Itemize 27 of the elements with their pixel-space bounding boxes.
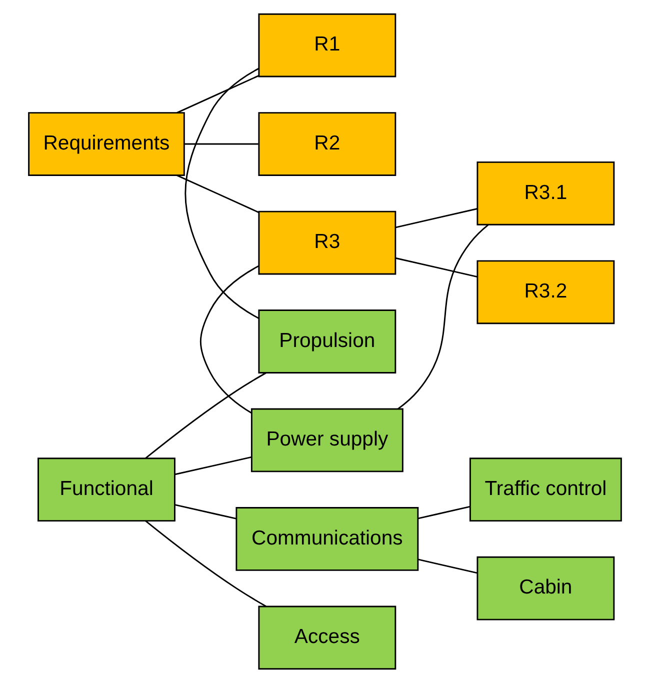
node-box: R2 — [258, 112, 396, 176]
connector — [200, 265, 260, 414]
connector — [396, 257, 478, 278]
connector — [396, 208, 478, 228]
connector — [145, 372, 266, 459]
node-box: Cabin — [476, 556, 615, 620]
node-box: Traffic control — [469, 458, 622, 522]
connector — [174, 504, 237, 520]
node-box: Requirements — [28, 112, 185, 176]
node-box: R1 — [258, 13, 396, 78]
node-box: Access — [258, 606, 396, 670]
connector — [184, 143, 258, 145]
connector — [145, 520, 266, 607]
node-box: R3.1 — [476, 161, 615, 226]
node-box: R3 — [258, 210, 396, 275]
node-box: Propulsion — [258, 310, 396, 374]
connector — [418, 558, 478, 574]
connector — [176, 75, 260, 114]
node-box: R3.2 — [476, 260, 615, 324]
connector — [184, 68, 260, 320]
connector — [176, 174, 260, 214]
connector — [397, 224, 489, 410]
node-box: Power supply — [250, 408, 404, 472]
connector — [418, 506, 470, 520]
connector — [174, 456, 252, 476]
node-box: Functional — [38, 458, 176, 522]
node-box: Communications — [236, 507, 419, 571]
